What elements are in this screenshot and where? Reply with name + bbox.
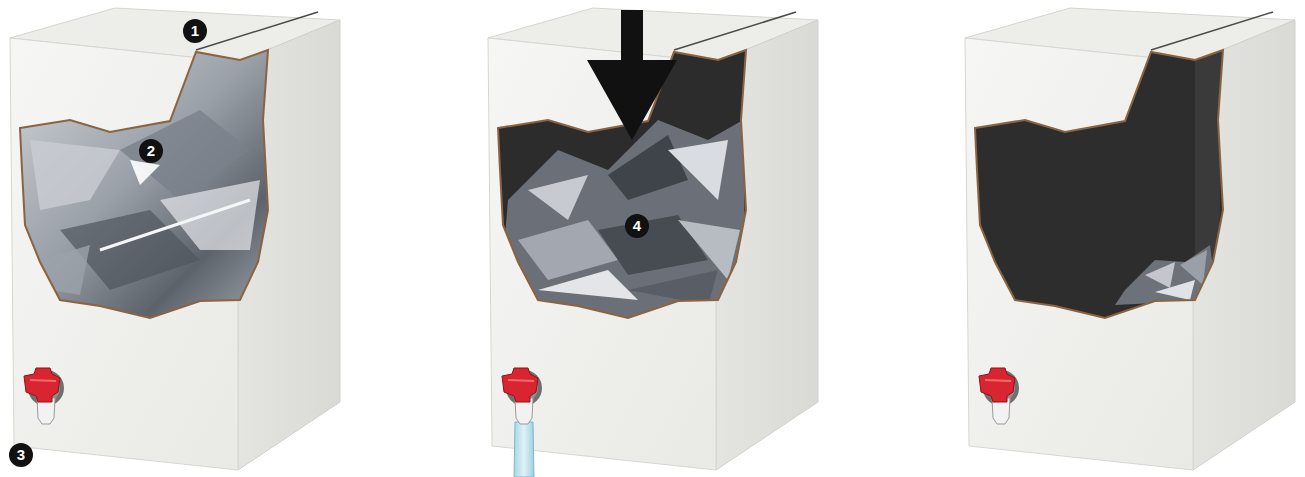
callout-number: 3 bbox=[9, 443, 33, 467]
callout-disc bbox=[9, 443, 33, 467]
empty-bag bbox=[955, 40, 1255, 340]
callout-disc bbox=[625, 214, 649, 238]
callout-discs bbox=[9, 19, 649, 467]
tap bbox=[979, 368, 1019, 424]
tap bbox=[24, 368, 64, 424]
callout-number: 1 bbox=[183, 19, 207, 43]
pressure-arrow bbox=[587, 10, 677, 140]
callout-number: 2 bbox=[139, 139, 163, 163]
full-bag-box bbox=[0, 8, 340, 470]
callout-number: 4 bbox=[625, 214, 649, 238]
carton bbox=[488, 8, 818, 470]
callout-disc bbox=[183, 19, 207, 43]
filled-bag bbox=[0, 40, 300, 340]
cutout-edge bbox=[20, 50, 268, 318]
cutout-edge bbox=[975, 50, 1223, 318]
callout-disc bbox=[139, 139, 163, 163]
pouring-bag-box bbox=[478, 8, 818, 477]
empty-bag-box bbox=[955, 8, 1295, 470]
liquid-stream bbox=[514, 422, 534, 477]
tap bbox=[502, 368, 542, 424]
